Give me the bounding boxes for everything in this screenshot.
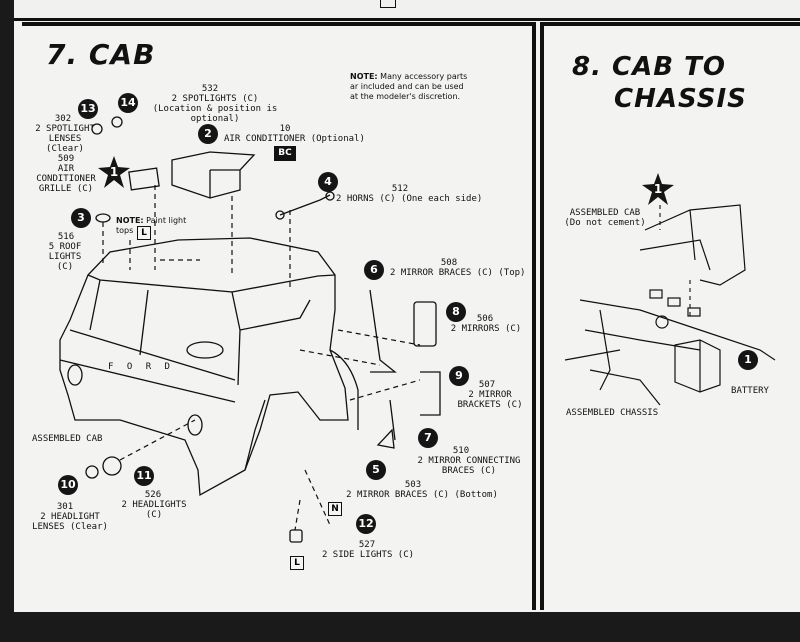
part-11-number: 526	[144, 490, 162, 500]
part-11-desc: 2 HEADLIGHTS (C)	[121, 500, 187, 520]
part-3-desc: 5 ROOF LIGHTS (C)	[48, 242, 82, 272]
part-5-number: 503	[404, 480, 422, 490]
part-7-badge: 7	[418, 428, 438, 448]
part-5-badge: 5	[366, 460, 386, 480]
step-8-star-badge: 1	[641, 172, 675, 206]
step-8-title-line1: 8. CAB TO	[572, 52, 726, 82]
part-3-code: L	[137, 226, 151, 240]
part-2-badge: 2	[198, 124, 218, 144]
part-4-number: 512	[391, 184, 409, 194]
part-14-badge: 14	[118, 93, 138, 113]
part-13-number: 302	[54, 114, 72, 124]
part-10-badge: 10	[58, 475, 78, 495]
battery-badge: 1	[738, 350, 758, 370]
battery-label: BATTERY	[731, 386, 769, 396]
part-4-badge: 4	[318, 172, 338, 192]
assembled-chassis-label: ASSEMBLED CHASSIS	[566, 408, 659, 418]
part-8-desc: 2 MIRRORS (C)	[450, 324, 522, 334]
part-3-number: 516	[57, 232, 75, 242]
part-4-desc: 2 HORNS (C) (One each side)	[336, 194, 483, 204]
part-12-desc: 2 SIDE LIGHTS (C)	[321, 550, 415, 560]
step-8-title-line2: CHASSIS	[614, 84, 747, 114]
part-6-number: 508	[440, 258, 458, 268]
previous-step-box	[380, 0, 396, 8]
part-9-badge: 9	[449, 366, 469, 386]
part-8-number: 506	[476, 314, 494, 324]
part-14-number: 532	[201, 84, 219, 94]
part-1-desc: AIR CONDITIONER GRILLE (C)	[36, 164, 96, 194]
part-12-code-l: L	[290, 556, 304, 570]
grille-letters: F O R D	[108, 362, 174, 372]
part-1-badge-number: 1	[109, 165, 119, 179]
part-2-number: 10	[279, 124, 291, 134]
part-6-badge: 6	[364, 260, 384, 280]
part-2-code: BC	[274, 146, 296, 161]
part-7-desc: 2 MIRROR CONNECTING BRACES (C)	[417, 456, 521, 476]
part-14-desc: 2 SPOTLIGHTS (C) (Location & position is…	[152, 94, 278, 124]
part-9-desc: 2 MIRROR BRACKETS (C)	[457, 390, 523, 410]
accessory-note-text: Many accessory parts ar included and can…	[350, 72, 468, 101]
part-12-number: 527	[358, 540, 376, 550]
step-8-panel	[540, 22, 800, 610]
step-7-title: 7. CAB	[46, 38, 156, 71]
part-3-note-label: NOTE:	[116, 216, 144, 225]
part-6-desc: 2 MIRROR BRACES (C) (Top)	[390, 268, 526, 278]
part-3-badge: 3	[71, 208, 91, 228]
part-10-number: 301	[56, 502, 74, 512]
part-7-number: 510	[452, 446, 470, 456]
part-2-desc: AIR CONDITIONER (Optional)	[224, 134, 365, 144]
part-1-number: 509	[57, 154, 75, 164]
previous-step-strip	[14, 0, 800, 21]
part-10-desc: 2 HEADLIGHT LENSES (Clear)	[32, 512, 108, 532]
part-9-number: 507	[478, 380, 496, 390]
accessory-note: NOTE: Many accessory parts ar included a…	[350, 72, 510, 102]
step-8-star-badge-number: 1	[653, 182, 663, 196]
part-11-badge: 11	[134, 466, 154, 486]
part-12-badge: 12	[356, 514, 376, 534]
assembled-cab-label: ASSEMBLED CAB	[32, 434, 103, 444]
part-13-desc: 2 SPOTLIGHT LENSES (Clear)	[35, 124, 95, 154]
part-3-note: NOTE: Paint light tops	[116, 216, 196, 236]
part-5-desc: 2 MIRROR BRACES (C) (Bottom)	[346, 490, 498, 500]
part-3-note-text: Paint light tops	[116, 216, 187, 235]
step-7-panel	[22, 22, 536, 610]
part-12-code-n: N	[328, 502, 342, 516]
part-8-badge: 8	[446, 302, 466, 322]
step-8-assembled-cab: ASSEMBLED CAB (Do not cement)	[564, 208, 646, 228]
part-13-badge: 13	[78, 99, 98, 119]
part-1-badge: 1	[97, 155, 131, 189]
accessory-note-label: NOTE:	[350, 72, 378, 81]
